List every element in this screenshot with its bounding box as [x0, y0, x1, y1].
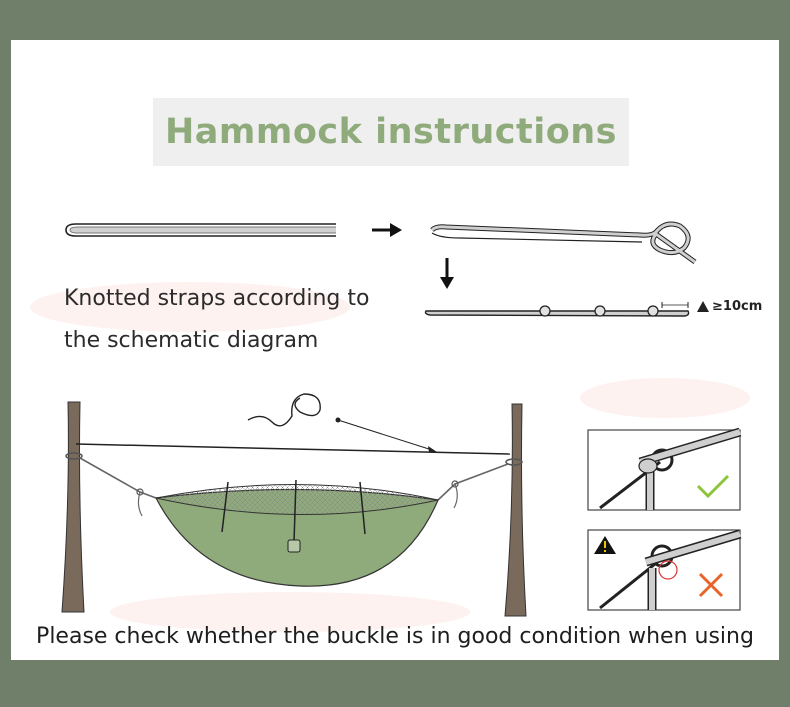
warning-triangle-icon	[594, 536, 616, 554]
looped-strap	[430, 221, 697, 265]
highlight-blob	[110, 592, 470, 632]
left-suspension-strap	[79, 457, 157, 499]
title-box: Hammock instructions	[153, 98, 629, 166]
left-tree-strap	[65, 452, 83, 460]
footer-note: Please check whether the buckle is in go…	[36, 624, 754, 649]
correct-buckle-box	[587, 427, 742, 511]
check-icon	[696, 474, 730, 499]
measurement-value: ≥10cm	[712, 299, 763, 314]
folded-strap	[65, 223, 336, 237]
rope-coil	[247, 393, 321, 427]
pointer-line	[337, 419, 433, 451]
left-tree	[61, 401, 85, 613]
incorrect-buckle-box	[587, 529, 742, 611]
highlight-blob	[580, 378, 750, 418]
right-arrow-icon	[372, 223, 402, 237]
page-title: Hammock instructions	[164, 112, 618, 152]
instruction-line-2: the schematic diagram	[64, 328, 319, 353]
ridge-line	[75, 443, 511, 455]
warning-triangle-icon	[697, 301, 709, 312]
instruction-text: Knotted straps according to the schemati…	[64, 278, 404, 362]
right-suspension-strap	[437, 463, 509, 501]
down-arrow-icon	[440, 258, 454, 289]
hammock	[155, 479, 439, 587]
right-tree	[504, 403, 527, 617]
right-tree-strap	[505, 458, 523, 466]
measurement-label: ≥10cm	[697, 299, 762, 314]
highlight-blob	[30, 282, 350, 332]
instruction-line-1: Knotted straps according to	[64, 286, 370, 311]
cross-icon	[698, 572, 724, 598]
knotted-strap	[424, 302, 690, 317]
